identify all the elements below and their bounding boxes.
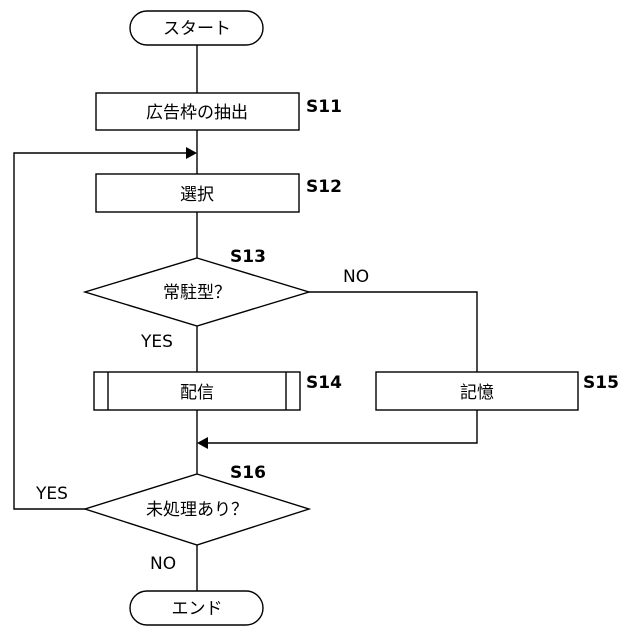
step-label-s12: S12 [306,177,342,197]
branch-s13-yes: YES [140,332,173,352]
merge-arrowhead [197,437,208,449]
branch-s16-yes: YES [35,484,68,504]
predefined-process-s14-label: 配信 [180,383,214,403]
step-label-s14: S14 [306,373,342,393]
start-label: スタート [163,19,231,39]
step-label-s15: S15 [583,373,619,393]
decision-s16-label: 未処理あり？ [146,500,248,520]
decision-s13-label: 常駐型？ [163,283,231,303]
step-label-s11: S11 [306,97,342,117]
edge-s15-merge [206,410,477,443]
branch-s13-no: NO [343,267,369,287]
edge-s13-no-s15 [309,292,477,372]
loop-arrowhead [186,147,197,159]
end-label: エンド [172,599,223,619]
process-s12-label: 選択 [180,185,214,205]
step-label-s16: S16 [230,463,266,483]
branch-s16-no: NO [150,554,176,574]
process-s15-label: 記憶 [460,383,494,403]
step-label-s13: S13 [230,247,266,267]
process-s11-label: 広告枠の抽出 [146,103,248,123]
